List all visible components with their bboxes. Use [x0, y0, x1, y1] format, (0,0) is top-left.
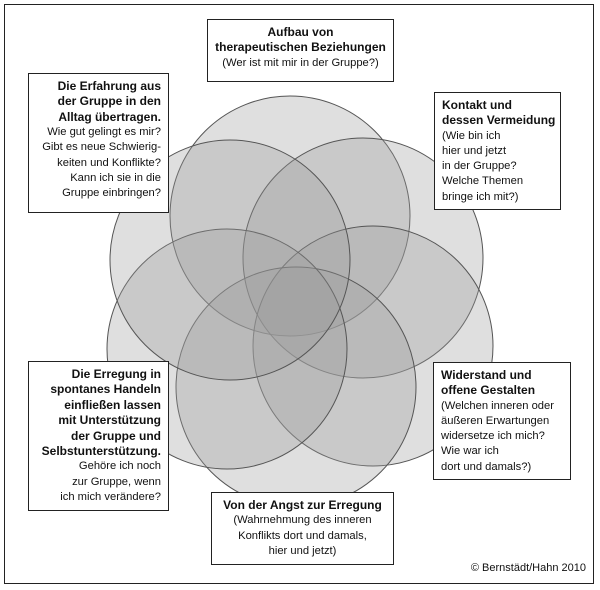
box-text-line: Gibt es neue Schwierig- [42, 141, 161, 154]
box-text-line: (Wie bin ich [442, 129, 501, 142]
box-contact-avoidance: Kontakt und dessen Vermeidung (Wie bin i… [434, 92, 561, 210]
box-text-line: hier und jetzt) [268, 544, 337, 557]
box-text-line: widersetze ich mich? [441, 430, 545, 443]
box-text-line: ich mich verändere? [60, 490, 161, 503]
box-therapeutic-relationships: Aufbau von therapeutischen Beziehungen (… [207, 19, 394, 82]
box-spontaneous-action: Die Erregung in spontanes Handeln einfli… [28, 361, 169, 511]
box-text-line: zur Gruppe, wenn [72, 475, 161, 488]
copyright-notice: © Bernstädt/Hahn 2010 [470, 562, 586, 574]
box-title-line: Widerstand und [441, 368, 532, 382]
circle-upper-left [109, 139, 351, 381]
box-title-line: Die Erfahrung aus [57, 79, 161, 93]
box-text-line: Gruppe einbringen? [62, 187, 161, 200]
box-title-line: Alltag übertragen. [58, 109, 161, 124]
box-title-line: therapeutischen Beziehungen [215, 40, 386, 55]
circle-top [169, 95, 411, 337]
box-text-line: bringe ich mit?) [442, 190, 519, 203]
box-text-line: Wie gut gelingt es mir? [47, 126, 161, 139]
box-text-line: (Welchen inneren oder [441, 399, 554, 412]
circle-upper-right [242, 137, 484, 379]
box-text-line: Welche Themen [442, 175, 524, 188]
box-title-line: Aufbau von [267, 25, 334, 39]
box-text-line: Kann ich sie in die [70, 171, 161, 184]
box-text-line: Gehöre ich noch [78, 460, 161, 473]
box-title-line: der Gruppe in den [57, 94, 161, 109]
box-text-line: Wie war ich [441, 445, 499, 458]
box-title-line: spontanes Handeln [50, 382, 161, 397]
box-title-line: Von der Angst zur Erregung [223, 498, 382, 512]
box-text-line: (Wer ist mit mir in der Gruppe?) [222, 56, 379, 69]
box-text-line: hier und jetzt [442, 145, 507, 158]
box-title-line: Kontakt und [442, 98, 512, 112]
box-text-line: (Wahrnehmung des inneren [233, 514, 372, 527]
box-fear-to-excitement: Von der Angst zur Erregung (Wahrnehmung … [211, 492, 394, 565]
box-title-line: offene Gestalten [441, 383, 536, 398]
box-title-line: Die Erregung in [71, 367, 161, 381]
box-title-line: der Gruppe und [71, 428, 161, 443]
box-text-line: dort und damals?) [441, 460, 532, 473]
box-transfer-to-everyday: Die Erfahrung aus der Gruppe in den Allt… [28, 73, 169, 213]
box-text-line: in der Gruppe? [442, 160, 517, 173]
box-text-line: keiten und Konflikte? [57, 156, 161, 169]
box-text-line: äußeren Erwartungen [441, 415, 550, 428]
box-title-line: mit Unterstützung [58, 413, 161, 428]
box-title-line: Selbstunterstützung. [41, 444, 161, 459]
box-title-line: dessen Vermeidung [442, 113, 556, 128]
box-text-line: Konflikts dort und damals, [238, 529, 367, 542]
box-resistance-open-gestalts: Widerstand und offene Gestalten (Welchen… [433, 362, 571, 480]
box-title-line: einfließen lassen [64, 397, 161, 412]
